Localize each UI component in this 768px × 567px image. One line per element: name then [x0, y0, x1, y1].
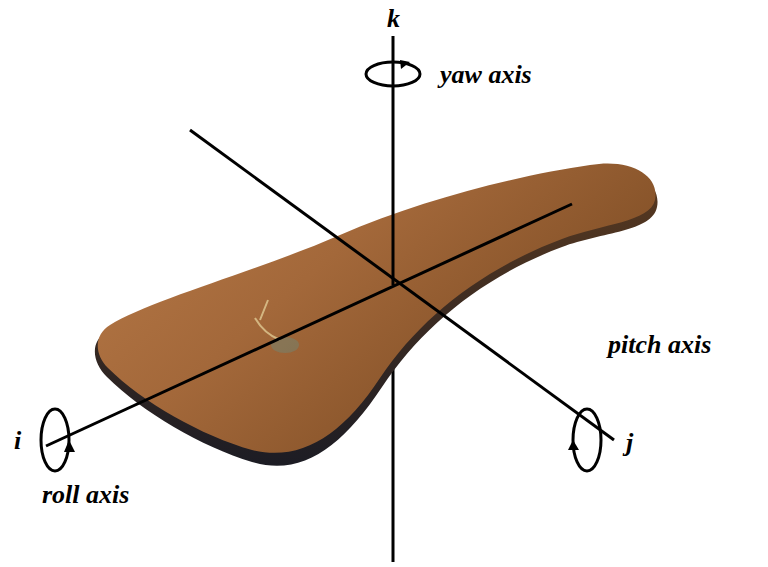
- axis-name-holder: pitch axis: [608, 332, 711, 358]
- arrow-head: [400, 60, 410, 69]
- axis-letter-holder: j: [626, 430, 633, 456]
- pitch-rotation-arrow: [573, 409, 601, 471]
- arrow-head: [64, 440, 75, 452]
- pitch-axis-line: [190, 130, 614, 440]
- yaw-axis-line: [392, 36, 395, 285]
- axis-letter: j: [626, 428, 633, 457]
- axis-letter-holder: i: [14, 428, 21, 454]
- axis-name-holder: yaw axis: [440, 62, 532, 88]
- axis-name: yaw axis: [440, 60, 532, 89]
- saddle-highlight: [255, 300, 280, 340]
- axis-letter-holder: k: [387, 6, 400, 32]
- roll-rotation-arrow: [41, 409, 69, 471]
- axis-name: pitch axis: [608, 330, 711, 359]
- roll-axis-line: [46, 204, 572, 446]
- arrow-head: [568, 440, 579, 450]
- axis-letter: i: [14, 426, 21, 455]
- yaw-rotation-arrow: [366, 62, 420, 86]
- axis-name-holder: roll axis: [42, 482, 129, 508]
- axis-letter: k: [387, 4, 400, 33]
- axis-name: roll axis: [42, 480, 129, 509]
